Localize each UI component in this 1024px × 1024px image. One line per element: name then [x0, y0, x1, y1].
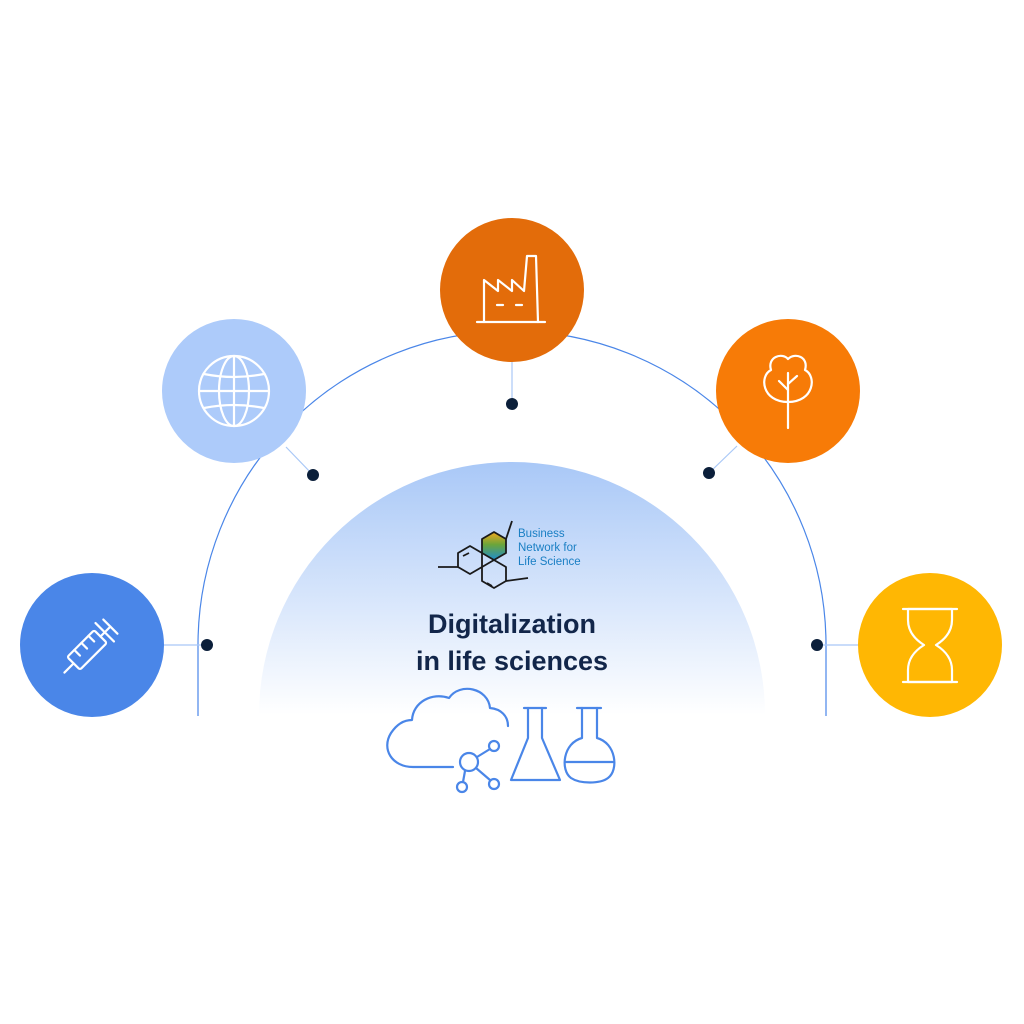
- globe-icon: [197, 354, 271, 428]
- arc-dot-syringe: [201, 639, 213, 651]
- logo-text-line-2: Network for: [518, 542, 577, 554]
- connector-tree: [708, 445, 738, 474]
- lab-illustration: [386, 687, 616, 794]
- arc-dot-globe: [307, 469, 319, 481]
- hub-title-line-1: Digitalization: [428, 609, 596, 639]
- logo: Business Network for Life Science: [438, 520, 581, 589]
- logo-text-line-1: Business: [518, 528, 565, 540]
- arc-dot-factory: [506, 398, 518, 410]
- node-globe: [162, 319, 306, 463]
- tree-icon: [763, 354, 813, 430]
- node-factory: [440, 218, 584, 362]
- connectors: [162, 362, 860, 646]
- node-syringe: [20, 573, 164, 717]
- round-bottom-flask-icon: [563, 706, 616, 784]
- cloud-network-icon: [386, 687, 510, 794]
- arc-dots: [201, 398, 823, 651]
- node-hourglass: [858, 573, 1002, 717]
- erlenmeyer-flask-icon: [509, 706, 562, 782]
- factory-icon: [475, 254, 547, 324]
- arc-dot-hourglass: [811, 639, 823, 651]
- hub-dome: [259, 462, 765, 715]
- syringe-node-circle: [20, 573, 164, 717]
- node-tree: [716, 319, 860, 463]
- molecule-logo-icon: [438, 520, 529, 589]
- logo-text-line-3: Life Science: [518, 556, 581, 568]
- hub-title-line-2: in life sciences: [416, 646, 608, 676]
- hourglass-icon: [901, 607, 959, 684]
- syringe-icon: [63, 618, 119, 674]
- arc-dot-tree: [703, 467, 715, 479]
- connector-globe: [285, 446, 314, 476]
- hourglass-node-circle: [858, 573, 1002, 717]
